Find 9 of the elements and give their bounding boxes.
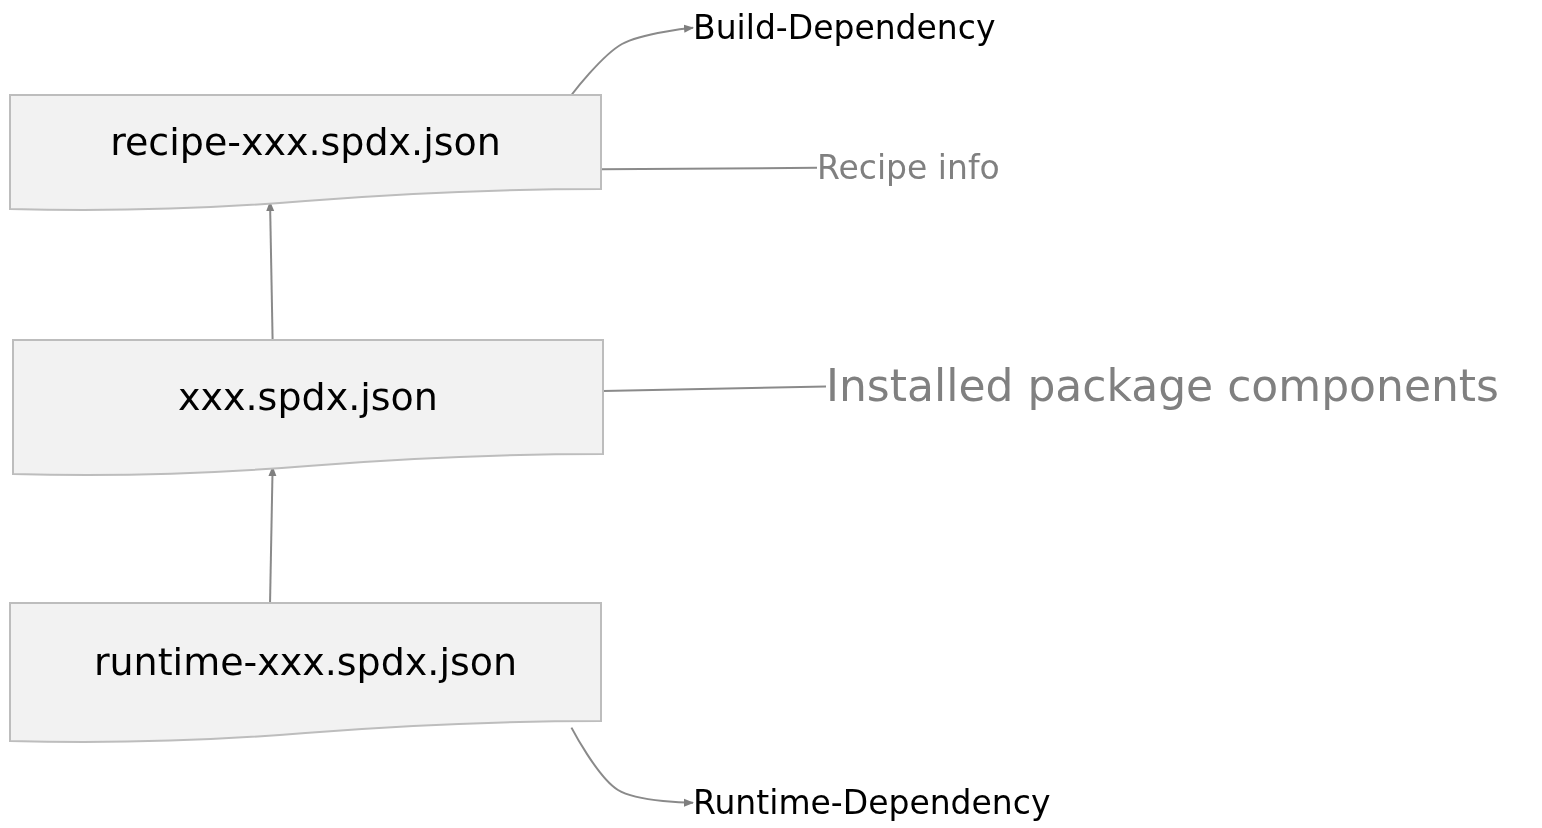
arrow (570, 24, 694, 96)
description-label: Recipe info (817, 148, 1000, 188)
file-name: runtime-xxx.spdx.json (93, 640, 518, 684)
file-name: xxx.spdx.json (178, 375, 438, 419)
description-label: Build-Dependency (693, 8, 996, 48)
arrow (570, 726, 694, 807)
description-label: Runtime-Dependency (693, 783, 1051, 823)
file-name: recipe-xxx.spdx.json (110, 120, 501, 164)
description-label: Installed package components (826, 360, 1500, 413)
